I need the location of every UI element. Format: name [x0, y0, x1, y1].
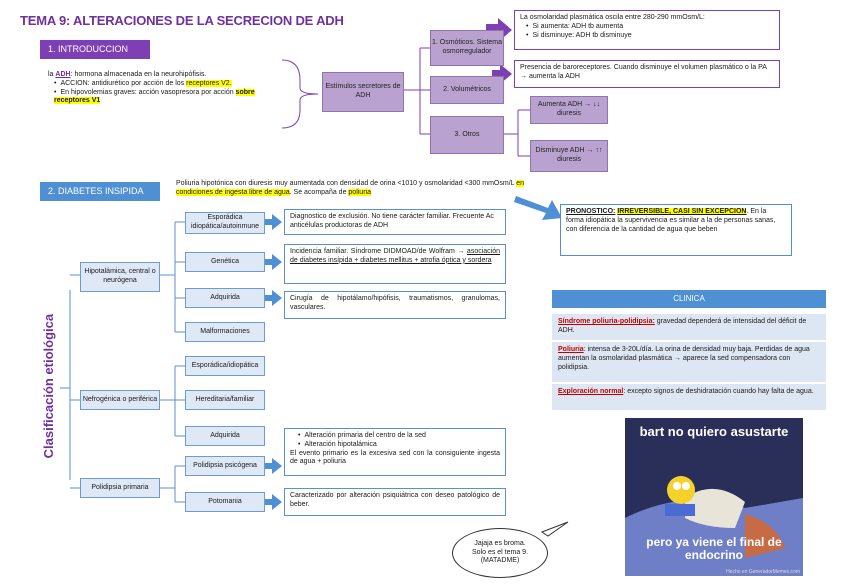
- note-genetica: Incidencia familiar. Síndrome DIDMOAD/de…: [284, 244, 506, 284]
- note-esporadica: Diagnostico de exclusión. No tiene carác…: [284, 209, 506, 235]
- diabetes-description: Poliuria hipotónica con diuresis muy aum…: [176, 180, 546, 198]
- osmo-bullet-disminuye: Si disminuye: ADH tb disminuye: [526, 32, 774, 41]
- subtype-esporadica-idiopatica: Esporádica idiopática/autoinmune: [185, 212, 265, 234]
- clinica-heading: CLINICA: [552, 290, 826, 308]
- intro-text: la ADH: hormona almacenada en la neurohi…: [48, 71, 288, 106]
- pronostico-box: PRONOSTICO: IRREVERSIBLE, CASI SIN EXCEP…: [560, 204, 792, 256]
- otros-box: 3. Otros: [430, 116, 504, 154]
- clinica-row-poliuria: Poliuria: intensa de 3-20L/día. La orina…: [552, 340, 826, 382]
- subtype-adquirida-central: Adquirida: [185, 288, 265, 308]
- section-heading-diabetes-insipida: 2. DIABETES INSIPIDA: [40, 182, 160, 201]
- osmolaridad-note: La osmolaridad plasmática oscila entre 2…: [514, 10, 780, 50]
- subtype-adquirida-nefrogenica: Adquirida: [185, 426, 265, 446]
- speech-bubble: Jajaja es broma. Solo es el tema 9. (MAT…: [452, 528, 548, 578]
- intro-bullet-hipovolemia: En hipovolemias graves: acción vasopreso…: [54, 89, 288, 107]
- clinica-row-exploracion: Exploración normal: excepto signos de de…: [552, 382, 826, 410]
- meme-bottom-text: pero ya viene el final de endocrino: [625, 536, 803, 562]
- subtype-esporadica-nefrogenica: Esporádica/idiopática: [185, 356, 265, 376]
- page-title: TEMA 9: ALTERACIONES DE LA SECRECION DE …: [20, 13, 344, 29]
- meme-watermark: Hecho en GeneradorMemes.com: [726, 569, 800, 575]
- category-polidipsia-primaria: Polidipsia primaria: [80, 478, 160, 498]
- note-polidipsia-psicogena: Alteración primaria del centro de la sed…: [284, 428, 506, 476]
- meme-image: bart no quiero asustarte pero ya viene e…: [625, 418, 803, 576]
- intro-adh-line: la ADH: hormona almacenada en la neurohi…: [48, 71, 288, 80]
- subtype-malformaciones: Malformaciones: [185, 322, 265, 342]
- note-adquirida: Cirugía de hipotálamo/hipófisis, traumat…: [284, 291, 506, 319]
- category-nefrogenica: Nefrogénica o periférica: [80, 390, 160, 410]
- subtype-hereditaria: Hereditaria/familiar: [185, 390, 265, 410]
- clinica-panel: CLINICA Síndrome poliuria-polidipsia: gr…: [552, 290, 826, 410]
- osmo-bullet-aumenta: Si aumenta: ADH tb aumenta: [526, 23, 774, 32]
- bubble-line-2: Solo es el tema 9.: [472, 549, 528, 558]
- disminuye-adh-box: Disminuye ADH → ↑↑ diuresis: [530, 140, 608, 172]
- clasificacion-label: Clasificación etiológica: [41, 311, 57, 461]
- category-hipotalamica: Hipotalámica, central o neurógena: [80, 262, 160, 292]
- bubble-line-1: Jajaja es broma.: [474, 540, 525, 549]
- bubble-line-3: (MATADME): [481, 557, 520, 566]
- psico-bullet-1: Alteración primaria del centro de la sed: [298, 432, 500, 441]
- estimulos-box: Estímulos secretores de ADH: [322, 72, 404, 112]
- volumetricos-box: 2. Volumétricos: [430, 76, 504, 104]
- aumenta-adh-box: Aumenta ADH → ↓↓ diuresis: [530, 96, 608, 124]
- note-potomania: Caracterizado por alteración psiquiátric…: [284, 488, 506, 516]
- psico-bullet-2: Alteración hipotalámica: [298, 441, 500, 450]
- meme-top-text: bart no quiero asustarte: [625, 424, 803, 440]
- subtype-genetica: Genética: [185, 252, 265, 272]
- osmoticos-box: 1. Osmóticos. Sistema osmorregulador: [430, 30, 504, 66]
- subtype-polidipsia-psicogena: Polidipsia psicógena: [185, 456, 265, 476]
- clinica-row-sindrome: Síndrome poliuria-polidipsia: gravedad d…: [552, 312, 826, 340]
- speech-bubble-tail: [540, 520, 570, 540]
- intro-bullet-accion: ACCION: antidiurético por acción de los …: [54, 80, 288, 89]
- subtype-potomania: Potomania: [185, 492, 265, 512]
- section-heading-introduccion: 1. INTRODUCCION: [40, 40, 150, 59]
- volumetricos-note: Presencia de baroreceptores. Cuando dism…: [514, 60, 780, 88]
